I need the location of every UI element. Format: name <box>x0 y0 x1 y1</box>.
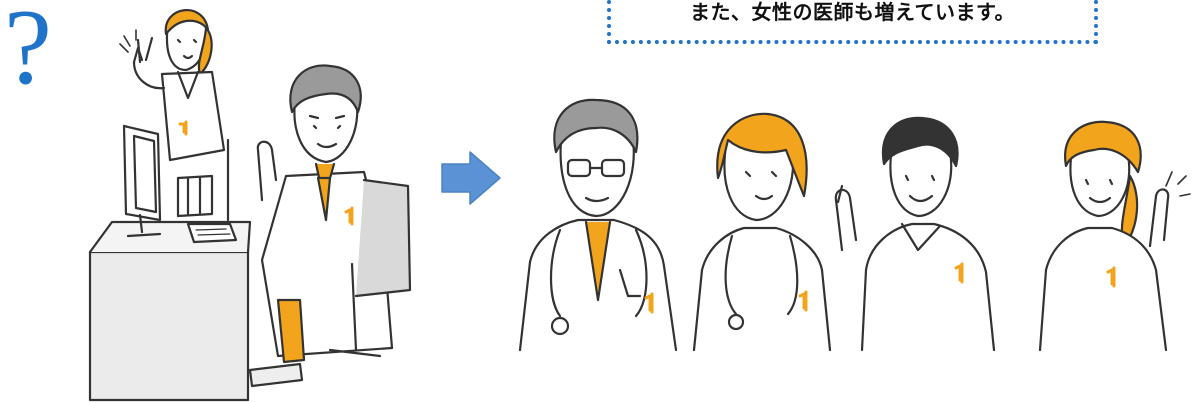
male-nurse-pointing <box>834 116 996 352</box>
right-arrow-icon <box>441 151 501 205</box>
question-mark-icon: ? <box>4 0 52 107</box>
nurse-pointing <box>119 8 226 162</box>
desk-computer <box>88 124 252 402</box>
female-nurse-pointing <box>1038 120 1191 352</box>
female-doctor <box>692 112 832 352</box>
seated-doctor <box>248 64 412 388</box>
callout-box: また、女性の医師も増えています。 <box>607 0 1098 44</box>
male-doctor-glasses <box>518 98 678 352</box>
callout-text: また、女性の医師も増えています。 <box>690 0 1015 24</box>
